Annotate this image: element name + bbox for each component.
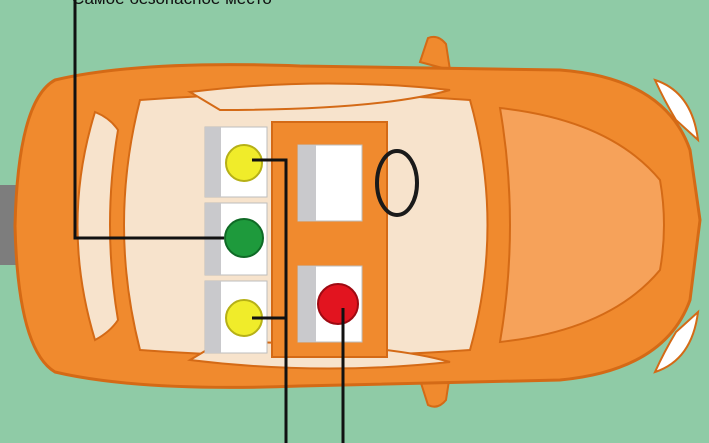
steering-wheel-icon	[375, 149, 419, 217]
rear-seat-left	[204, 126, 268, 198]
headlight-right	[653, 309, 700, 374]
seat-marker-yellow	[225, 144, 263, 182]
headlight-left	[653, 78, 700, 143]
front-seat-driver	[297, 144, 363, 222]
leader-line-yellow-top	[252, 158, 288, 443]
side-window-top	[186, 82, 451, 112]
diagram-caption: Самое безопасное место	[72, 0, 392, 9]
front-seat-passenger	[297, 265, 363, 343]
road-edge	[0, 185, 18, 265]
mirror-left	[418, 35, 452, 72]
leader-line-green	[73, 0, 224, 240]
rear-window	[76, 110, 120, 342]
seat-marker-red	[317, 283, 359, 325]
windshield	[498, 106, 665, 344]
seat-marker-green	[224, 218, 264, 258]
rear-seat-middle	[204, 202, 268, 276]
